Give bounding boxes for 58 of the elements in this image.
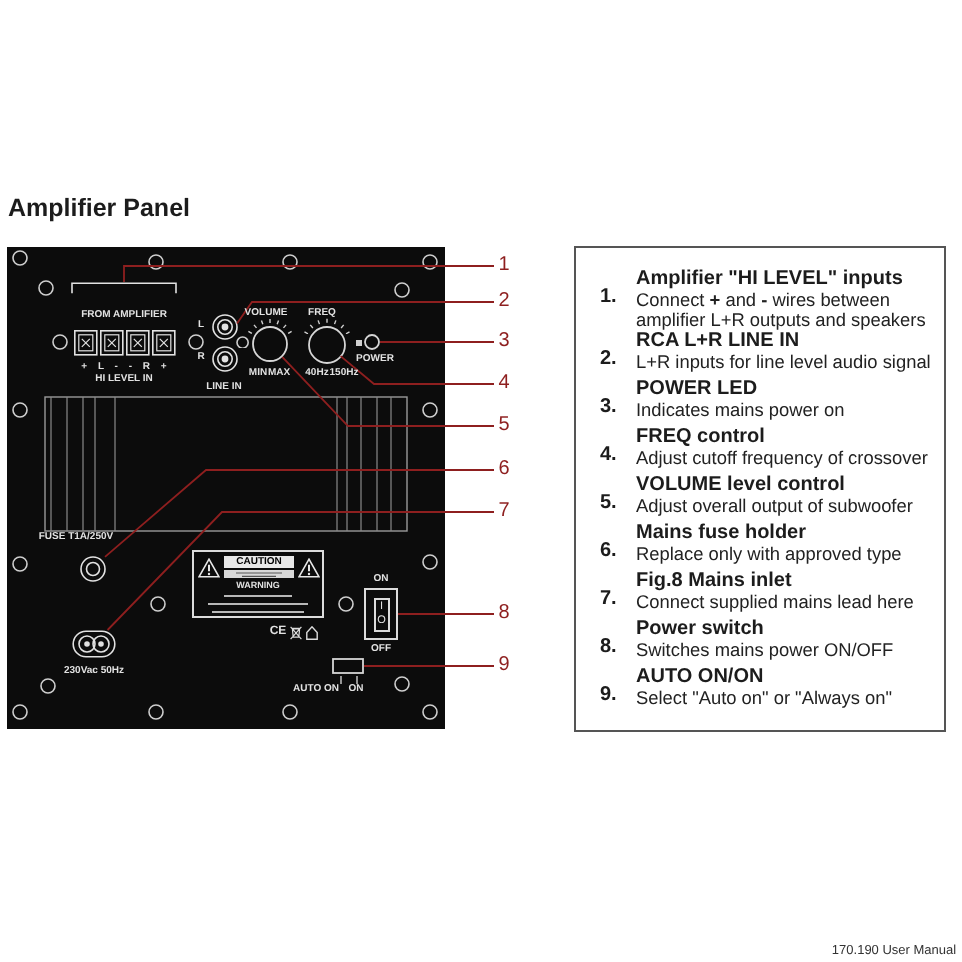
- callout-number: 8: [494, 602, 514, 626]
- callout-number: 5: [494, 414, 514, 438]
- list-number: 3.: [600, 395, 617, 418]
- item-heading: RCA L+R LINE IN: [636, 331, 800, 352]
- callout-number: 2: [494, 290, 514, 314]
- leader-line: [123, 265, 495, 283]
- item-heading: AUTO ON/ON: [636, 667, 764, 688]
- amplifier-panel: [6, 246, 446, 730]
- page-title: Amplifier Panel: [8, 195, 190, 220]
- frequency-knob: [307, 325, 345, 363]
- item-description: L+R inputs for line level audio signal: [636, 351, 931, 373]
- power-inlet: [72, 630, 116, 658]
- leader-line: [379, 341, 495, 343]
- list-number: 7.: [600, 587, 617, 610]
- callout-number: 6: [494, 458, 514, 482]
- rca-jacks: [211, 313, 237, 371]
- item-description: Replace only with approved type: [636, 543, 902, 565]
- item-description: Adjust cutoff frequency of crossover: [636, 447, 928, 469]
- list-number: 6.: [600, 539, 617, 562]
- terminal-block: [70, 282, 178, 356]
- list-number: 2.: [600, 347, 617, 370]
- parts-list-panel: [574, 246, 946, 732]
- item-heading: VOLUME level control: [636, 475, 845, 496]
- caution-sticker: [192, 550, 324, 618]
- fuse-holder: [79, 555, 105, 581]
- item-description: Switches mains power ON/OFF: [636, 639, 894, 661]
- list-number: 9.: [600, 683, 617, 706]
- callout-number: 4: [494, 372, 514, 396]
- item-heading: FREQ control: [636, 427, 765, 448]
- list-number: 8.: [600, 635, 617, 658]
- leader-line: [339, 355, 495, 385]
- item-description: Select "Auto on" or "Always on": [636, 687, 892, 709]
- leader-line: [363, 665, 495, 667]
- item-description: Connect supplied mains lead here: [636, 591, 914, 613]
- item-heading: Power switch: [636, 619, 764, 640]
- callout-number: 1: [494, 254, 514, 278]
- power-switch: [364, 588, 398, 640]
- callout-number: 7: [494, 500, 514, 524]
- volume-knob: [252, 326, 288, 362]
- list-number: 1.: [600, 286, 617, 308]
- leader-line: [104, 469, 495, 558]
- list-number: 5.: [600, 491, 617, 514]
- item-description: Connect + and - wires between amplifier L+R outputs and speakers: [636, 290, 928, 332]
- item-heading: Amplifier "HI LEVEL" inputs: [636, 270, 903, 291]
- leader-line: [236, 301, 495, 325]
- leader-line: [397, 613, 495, 615]
- item-heading: POWER LED: [636, 379, 758, 400]
- item-description: Indicates mains power on: [636, 399, 845, 421]
- item-heading: Mains fuse holder: [636, 523, 807, 544]
- power-led: [364, 334, 380, 350]
- list-number: 4.: [600, 443, 617, 466]
- item-description: Adjust overall output of subwoofer: [636, 495, 913, 517]
- leader-line: [106, 511, 495, 631]
- leader-line: [281, 356, 495, 427]
- callout-number: 9: [494, 654, 514, 678]
- auto-on-switch: [332, 658, 364, 674]
- item-heading: Fig.8 Mains inlet: [636, 571, 792, 592]
- callout-number: 3: [494, 330, 514, 354]
